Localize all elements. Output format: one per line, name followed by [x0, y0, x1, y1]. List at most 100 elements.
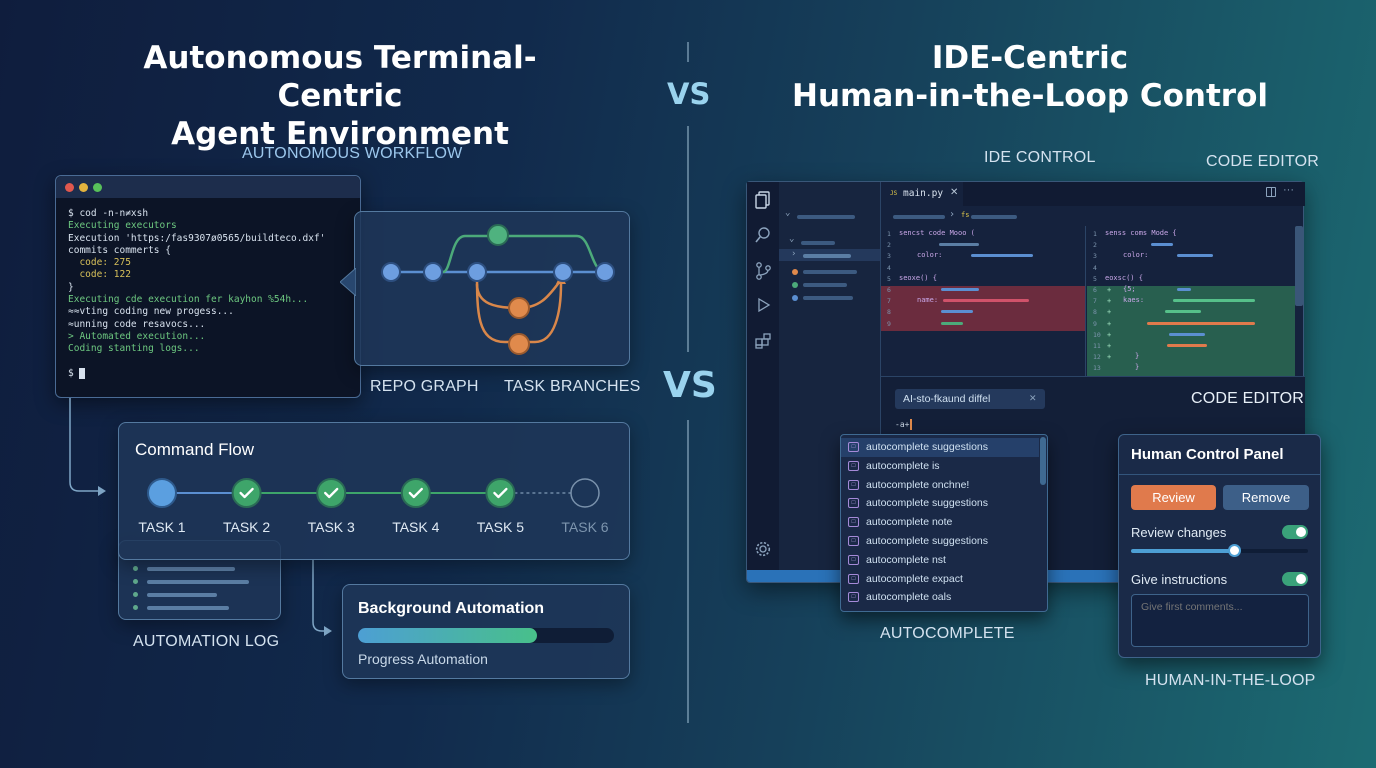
autocomplete-item[interactable]: □autocomplete is	[841, 457, 1039, 476]
terminal-line: ≈≈vting coding new progess...	[68, 306, 234, 318]
breadcrumb-separator-icon: ›	[949, 209, 956, 220]
task-node-done[interactable]	[485, 478, 516, 508]
autocomplete-item-label: autocomplete suggestions	[866, 535, 988, 547]
review-changes-toggle[interactable]	[1282, 525, 1308, 539]
autocomplete-dropdown[interactable]: □autocomplete suggestions□autocomplete i…	[840, 434, 1048, 612]
close-tab-icon[interactable]: ✕	[950, 187, 959, 198]
progress-label: Progress Automation	[358, 651, 488, 667]
autocomplete-item[interactable]: □autocomplete expact	[841, 570, 1039, 589]
task-label: TASK 4	[392, 519, 439, 535]
explorer-row[interactable]	[803, 254, 851, 258]
human-in-the-loop-label: HUMAN-IN-THE-LOOP	[1145, 672, 1316, 689]
commit-node	[553, 262, 573, 282]
task-label: TASK 1	[138, 519, 185, 535]
editor-scrollbar[interactable]	[1295, 226, 1303, 306]
added-line-marker: +	[1107, 330, 1112, 339]
code-bar	[941, 321, 963, 325]
autocomplete-item-label: autocomplete note	[866, 516, 953, 529]
snippet-icon: □	[848, 498, 859, 509]
instructions-input[interactable]	[1131, 594, 1309, 647]
explorer-row[interactable]	[801, 241, 835, 245]
settings-gear-icon[interactable]	[755, 541, 771, 557]
editor-tab[interactable]: JS main.py ✕	[881, 182, 963, 206]
autocomplete-item[interactable]: □autocomplete onchne!	[841, 476, 1039, 495]
source-control-icon[interactable]	[755, 262, 771, 280]
autocomplete-item-label: autocomplete oals	[866, 591, 952, 604]
right-title-line2: Human-in-the-Loop Control	[792, 78, 1268, 114]
autocomplete-item[interactable]: □autocomplete note	[841, 513, 1039, 532]
breadcrumb-segment[interactable]	[971, 215, 1017, 219]
explorer-row[interactable]	[803, 296, 853, 300]
more-actions-icon[interactable]: ···	[1283, 184, 1294, 196]
code-token: }	[1135, 363, 1140, 372]
breadcrumb-file-badge: fs	[961, 211, 970, 219]
control-panel-divider	[1119, 474, 1320, 475]
line-number: 4	[887, 263, 891, 272]
added-line-marker: +	[1107, 286, 1112, 294]
chevron-right-icon[interactable]: ›	[791, 249, 797, 259]
run-debug-icon[interactable]	[755, 297, 771, 313]
chevron-down-icon[interactable]: ⌄	[789, 234, 795, 244]
chevron-down-icon[interactable]: ⌄	[785, 208, 791, 218]
line-number: 13	[1093, 364, 1101, 373]
inline-prompt[interactable]: -a+	[895, 420, 910, 429]
review-button[interactable]: Review	[1131, 485, 1216, 510]
terminal-line: Executing executors	[68, 220, 177, 232]
remove-button[interactable]: Remove	[1223, 485, 1309, 510]
code-bar	[1169, 332, 1205, 336]
search-icon[interactable]	[755, 227, 771, 243]
autocomplete-item-label: autocomplete expact	[866, 572, 963, 585]
files-icon[interactable]	[755, 191, 771, 209]
maximize-dot-icon[interactable]	[93, 183, 102, 192]
autocomplete-item[interactable]: □autocomplete oals	[841, 588, 1039, 607]
task-node-done[interactable]	[316, 478, 347, 508]
explorer-row[interactable]	[803, 283, 847, 287]
close-chip-icon[interactable]: ✕	[1029, 393, 1037, 403]
ai-diff-chip[interactable]: AI-sto-fkaund diffel ✕	[895, 389, 1045, 409]
log-bar	[147, 593, 217, 597]
terminal-callout-arrow	[340, 268, 356, 296]
explorer-row[interactable]	[803, 270, 857, 274]
autocomplete-item[interactable]: □autocomplete suggestions	[841, 438, 1039, 457]
log-line	[133, 605, 138, 610]
editor-tab-bar: JS main.py ✕ ···	[881, 182, 1305, 206]
terminal-line: ≈unning code resavocs...	[68, 318, 206, 330]
left-title-line1: Autonomous Terminal-Centric	[143, 40, 537, 114]
task-label: TASK 2	[223, 519, 270, 535]
task-node-done[interactable]	[400, 478, 431, 508]
extensions-icon[interactable]	[755, 333, 771, 349]
line-number: 5	[887, 274, 891, 283]
give-instructions-toggle[interactable]	[1282, 572, 1308, 586]
center-divider-middle	[687, 126, 689, 352]
autocomplete-item[interactable]: □autocomplete suggestions	[841, 532, 1039, 551]
line-number: 6	[887, 286, 891, 294]
ai-diff-chip-label: AI-sto-fkaund diffel	[903, 393, 991, 405]
autocomplete-scrollbar[interactable]	[1040, 437, 1046, 485]
left-title: Autonomous Terminal-Centric Agent Enviro…	[100, 39, 580, 153]
code-bar	[941, 310, 973, 314]
activity-bar	[747, 182, 779, 570]
autocomplete-item[interactable]: □autocomplete nst	[841, 551, 1039, 570]
breadcrumb-segment[interactable]	[893, 215, 945, 219]
close-dot-icon[interactable]	[65, 183, 74, 192]
control-panel-title: Human Control Panel	[1131, 446, 1284, 463]
autocomplete-item[interactable]: □autocomplete suggestions	[841, 494, 1039, 513]
added-line-marker: +	[1107, 297, 1112, 306]
review-slider-thumb[interactable]	[1227, 544, 1241, 557]
task-node-done[interactable]	[231, 478, 262, 508]
right-title-line1: IDE-Centric	[931, 40, 1129, 76]
minimize-dot-icon[interactable]	[79, 183, 88, 192]
review-slider-track[interactable]	[1131, 544, 1308, 557]
explorer-row[interactable]	[797, 215, 855, 219]
log-bar	[147, 567, 235, 571]
task-node-pending[interactable]	[570, 478, 600, 508]
code-bar	[1147, 321, 1255, 325]
task-node-current[interactable]	[147, 478, 177, 508]
split-editor-icon[interactable]	[1266, 187, 1276, 197]
line-number: 6	[1093, 286, 1097, 294]
